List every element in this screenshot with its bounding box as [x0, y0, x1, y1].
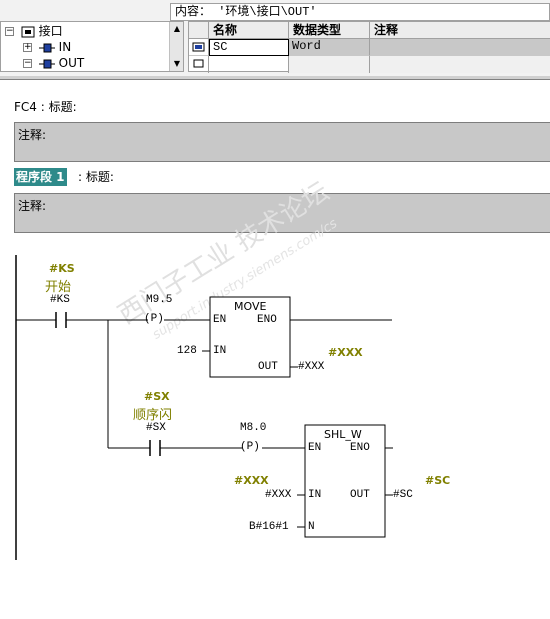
move-block-box	[209, 296, 291, 378]
content-path-text: 内容： '环境\接口\OUT'	[175, 5, 317, 19]
network-title[interactable]: : 标题:	[78, 170, 114, 184]
shl-in-value[interactable]: #XXX	[265, 489, 292, 501]
interface-icon	[21, 26, 35, 37]
table-corner	[189, 22, 209, 39]
contact-ks-symbol-name: #KS	[49, 262, 75, 275]
pane-splitter[interactable]	[0, 76, 550, 80]
column-header-type[interactable]: 数据类型	[289, 22, 370, 39]
table-cell-comment[interactable]	[370, 39, 550, 56]
table-new-row-icon[interactable]	[189, 56, 209, 73]
shl-n-pin: N	[308, 521, 315, 533]
move-in-pin: IN	[213, 345, 227, 357]
column-header-comment[interactable]: 注释	[370, 22, 550, 39]
table-cell-type[interactable]: Word	[289, 39, 370, 56]
interface-tree[interactable]: − 接口 + IN − OUT ▲	[0, 21, 184, 72]
tree-root-label: 接口	[38, 24, 63, 38]
network-comment-box[interactable]: 注释:	[14, 193, 550, 233]
tree-root[interactable]: − 接口	[5, 23, 63, 39]
network-comment-label: 注释:	[18, 199, 47, 213]
contact-sx-symbol-comment: 顺序闪	[133, 408, 173, 423]
shl-block-title[interactable]: SHL_W	[324, 428, 362, 441]
contact-sx[interactable]	[148, 440, 162, 456]
pcoil2-symbol: P	[246, 441, 254, 453]
shl-n-value[interactable]: B#16#1	[249, 521, 289, 533]
contact-sx-operand[interactable]: #SX	[146, 422, 166, 434]
pcoil1[interactable]: (P)	[144, 313, 164, 325]
scroll-down-icon[interactable]: ▼	[173, 59, 181, 68]
network-segment-label[interactable]: 程序段 1	[14, 168, 67, 186]
tree-item-in-label: IN	[58, 40, 72, 54]
contact-ks-symbol-comment: 开始	[45, 280, 72, 295]
collapse-icon[interactable]: −	[5, 26, 14, 36]
table-empty-cell[interactable]	[289, 56, 370, 73]
tree-item-in[interactable]: + IN	[23, 39, 71, 55]
contact-ks-operand[interactable]: #KS	[50, 294, 70, 306]
contact-ks[interactable]	[54, 312, 68, 328]
new-row-icon	[193, 59, 204, 68]
contact-sx-symbol-name: #SX	[144, 390, 170, 403]
pcoil2-address[interactable]: M8.0	[240, 422, 267, 434]
tree-item-out[interactable]: − OUT	[23, 55, 84, 71]
table-empty-cell[interactable]	[209, 56, 289, 73]
move-out-symbol: #XXX	[328, 346, 363, 359]
move-in-value[interactable]: 128	[177, 345, 197, 357]
move-eno-pin: ENO	[257, 314, 277, 326]
shl-in-symbol: #XXX	[234, 474, 269, 487]
table-empty-cell[interactable]	[370, 56, 550, 73]
expand-icon[interactable]: +	[23, 42, 32, 52]
table-row-icon[interactable]	[189, 39, 209, 56]
shl-eno-pin: ENO	[350, 442, 370, 454]
tree-scrollbar[interactable]: ▲ ▼	[169, 22, 183, 71]
block-comment-label: 注释:	[18, 128, 47, 142]
shl-out-symbol: #SC	[425, 474, 451, 487]
block-comment-box[interactable]: 注释:	[14, 122, 550, 162]
shl-block-box	[304, 424, 386, 538]
collapse-icon[interactable]: −	[23, 58, 32, 68]
scroll-up-icon[interactable]: ▲	[173, 24, 181, 33]
output-param-icon	[38, 59, 55, 68]
shl-in-pin: IN	[308, 489, 322, 501]
table-cell-name[interactable]: SC	[209, 39, 289, 56]
shl-out-value[interactable]: #SC	[393, 489, 413, 501]
tree-item-out-label: OUT	[58, 56, 85, 70]
block-title[interactable]: FC4 : 标题:	[14, 100, 77, 114]
pcoil1-symbol: P	[150, 313, 158, 325]
pcoil1-address[interactable]: M9.5	[146, 294, 173, 306]
column-header-name[interactable]: 名称	[209, 22, 289, 39]
variable-table: 名称 数据类型 注释 SC Word	[188, 21, 550, 73]
shl-out-pin: OUT	[350, 489, 370, 501]
move-out-pin: OUT	[258, 361, 278, 373]
input-param-icon	[38, 43, 55, 52]
move-en-pin: EN	[213, 314, 227, 326]
param-row-icon	[192, 42, 205, 52]
interface-panel: 内容： '环境\接口\OUT' − 接口 + IN −	[0, 0, 550, 76]
move-block-title[interactable]: MOVE	[234, 300, 267, 313]
pcoil2[interactable]: (P)	[240, 441, 260, 453]
move-out-value[interactable]: #XXX	[298, 361, 325, 373]
shl-en-pin: EN	[308, 442, 322, 454]
